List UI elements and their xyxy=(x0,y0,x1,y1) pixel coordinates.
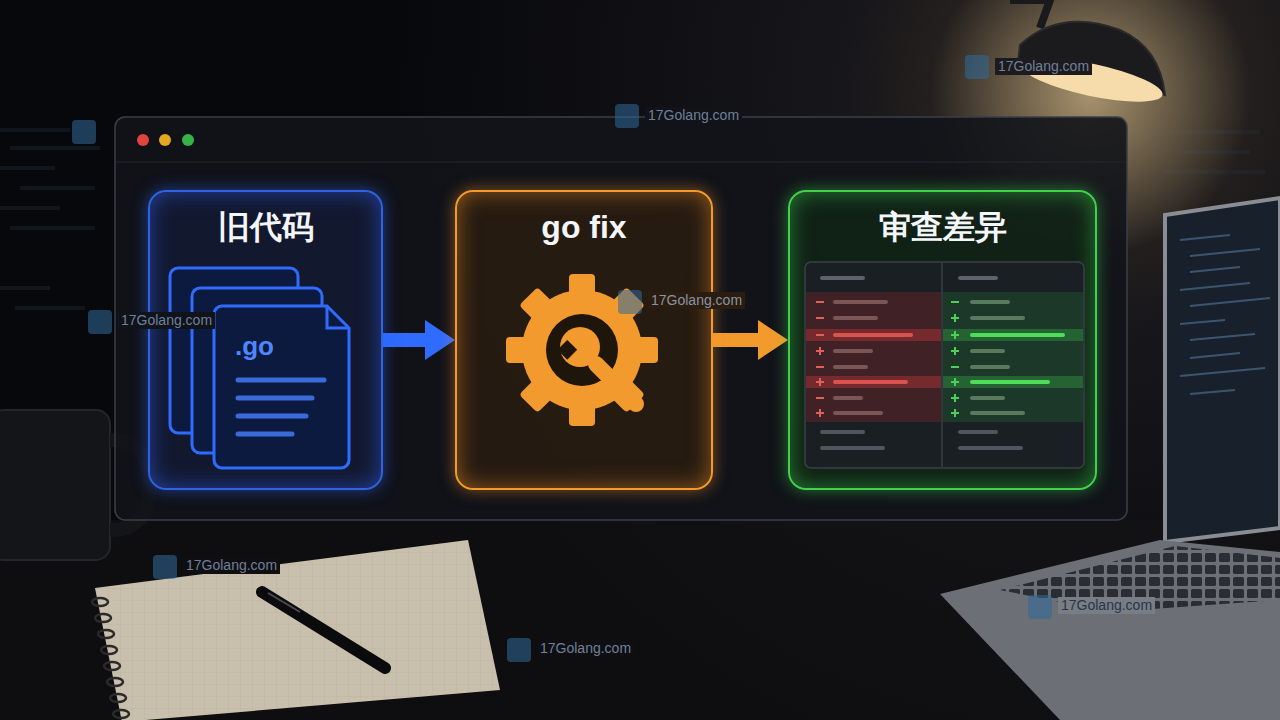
go-files-icon xyxy=(170,268,349,468)
notebook xyxy=(92,540,500,720)
box-title: 旧代码 xyxy=(150,192,381,246)
tool-box: go fix xyxy=(455,190,713,490)
box-title: 审查差异 xyxy=(790,192,1095,246)
review-box: 审查差异 xyxy=(788,190,1097,490)
editor-window xyxy=(115,117,1127,520)
flow-arrow xyxy=(713,333,768,347)
box-title: go fix xyxy=(457,192,711,246)
diff-panel-icon xyxy=(805,262,1084,468)
watermark: 17Golang.com xyxy=(648,292,745,309)
file-extension: .go xyxy=(235,331,274,362)
watermark: 17Golang.com xyxy=(995,58,1092,75)
flow-arrow xyxy=(383,333,435,347)
mug xyxy=(0,410,150,560)
watermark: 17Golang.com xyxy=(118,312,215,329)
desk xyxy=(0,520,1280,720)
watermark-logos xyxy=(72,55,1052,662)
gear-wrench-icon xyxy=(506,274,658,426)
watermark: 17Golang.com xyxy=(537,640,634,657)
lamp-arm xyxy=(1010,0,1050,28)
watermark: 17Golang.com xyxy=(1058,597,1155,614)
watermark: 17Golang.com xyxy=(645,107,742,124)
watermark: 17Golang.com xyxy=(183,557,280,574)
